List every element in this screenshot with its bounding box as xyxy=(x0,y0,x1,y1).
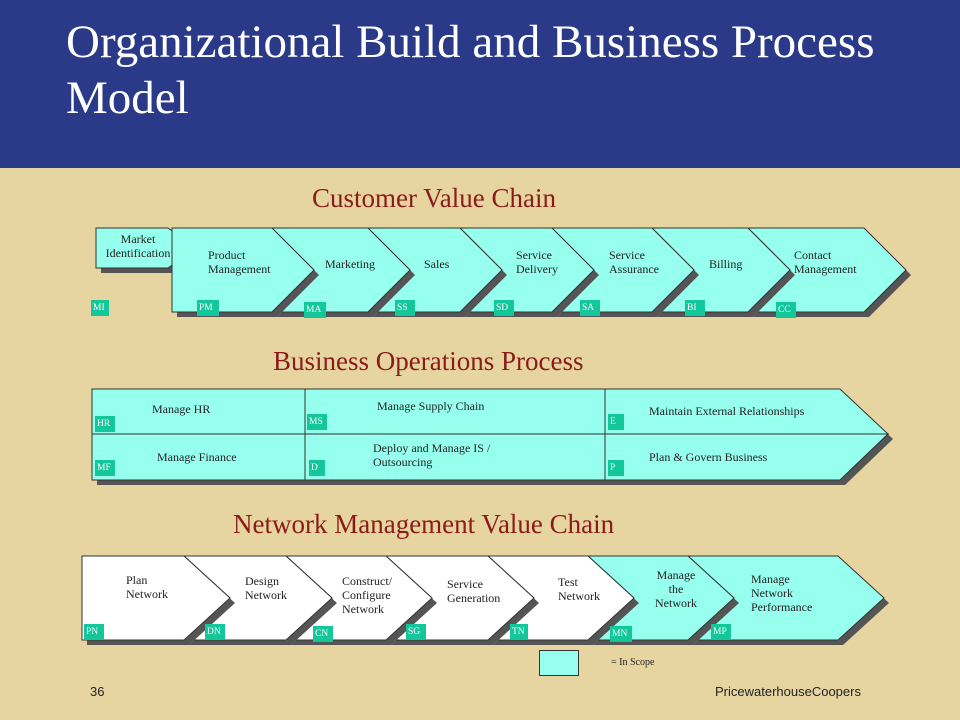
cvc-code-billing: BI xyxy=(685,300,705,316)
nmvc-code-service-generation: SG xyxy=(406,624,426,640)
section-title-business-operations: Business Operations Process xyxy=(273,346,584,376)
nmvc-label-service-generation: Service Generation xyxy=(447,577,501,605)
bop-label-maintain-external-relationships: Maintain External Relationships xyxy=(649,404,805,418)
cvc-label-market-identification: Market Identification xyxy=(105,232,171,260)
nmvc-code-manage-network-performance: MP xyxy=(711,624,731,640)
cvc-code-product-management: PM xyxy=(197,300,219,316)
section-title-network-management: Network Management Value Chain xyxy=(233,509,615,539)
nmvc-chevron-plan-network xyxy=(81,555,231,641)
cvc-code-service-assurance: SA xyxy=(580,300,600,316)
page-number: 36 xyxy=(90,684,105,699)
legend-in-scope-label: = In Scope xyxy=(611,657,655,668)
cvc-code-contact-management: CC xyxy=(776,302,796,318)
nmvc-code-test-network: TN xyxy=(510,624,528,640)
cvc-label-billing: Billing xyxy=(709,257,743,271)
footer-brand: PricewaterhouseCoopers xyxy=(715,684,861,699)
nmvc-label-test-network: Test Network xyxy=(558,575,600,603)
bop-code-manage-hr: HR xyxy=(95,416,115,432)
nmvc-label-manage-the-network: Manage the Network xyxy=(655,568,697,610)
cvc-code-service-delivery: SD xyxy=(494,300,514,316)
title-banner xyxy=(0,0,960,168)
bop-arrow-plan-govern-business xyxy=(604,433,890,481)
cvc-label-sales: Sales xyxy=(424,257,450,271)
cvc-code-sales: SS xyxy=(395,300,415,316)
cvc-label-service-assurance: Service Assurance xyxy=(609,248,659,276)
bop-label-deploy-manage-is: Deploy and Manage IS / Outsourcing xyxy=(373,441,491,469)
bop-label-plan-govern-business: Plan & Govern Business xyxy=(649,450,768,464)
cvc-label-product-management: Product Management xyxy=(208,248,271,276)
bop-code-manage-supply-chain: MS xyxy=(307,414,327,430)
section-title-customer-value-chain: Customer Value Chain xyxy=(312,183,556,213)
bop-code-manage-finance: MF xyxy=(95,460,115,476)
nmvc-code-manage-the-network: MN xyxy=(610,626,632,642)
cvc-label-contact-management: Contact Management xyxy=(794,248,857,276)
nmvc-code-design-network: DN xyxy=(205,624,225,640)
nmvc-label-manage-network-performance: Manage Network Performance xyxy=(751,572,813,614)
nmvc-label-design-network: Design Network xyxy=(245,574,287,602)
cvc-code-market-identification: MI xyxy=(91,300,109,316)
bop-code-maintain-external-relationships: E xyxy=(608,414,624,430)
legend-in-scope-swatch xyxy=(539,650,579,676)
nmvc-label-plan-network: Plan Network xyxy=(126,573,168,601)
page-title: Organizational Build and Business Proces… xyxy=(66,16,875,124)
cvc-label-service-delivery: Service Delivery xyxy=(516,248,558,276)
cvc-chevron-product-management xyxy=(171,227,315,313)
nmvc-code-construct-configure-network: CN xyxy=(313,626,333,642)
bop-label-manage-finance: Manage Finance xyxy=(157,450,237,464)
bop-code-plan-govern-business: P xyxy=(608,460,624,476)
nmvc-label-construct-configure-network: Construct/ Configure Network xyxy=(342,574,392,616)
bop-code-deploy-manage-is: D xyxy=(309,460,325,476)
nmvc-code-plan-network: PN xyxy=(84,624,104,640)
cvc-code-marketing: MA xyxy=(304,302,326,318)
cvc-label-marketing: Marketing xyxy=(325,257,375,271)
bop-label-manage-supply-chain: Manage Supply Chain xyxy=(377,399,485,413)
bop-label-manage-hr: Manage HR xyxy=(152,402,211,416)
